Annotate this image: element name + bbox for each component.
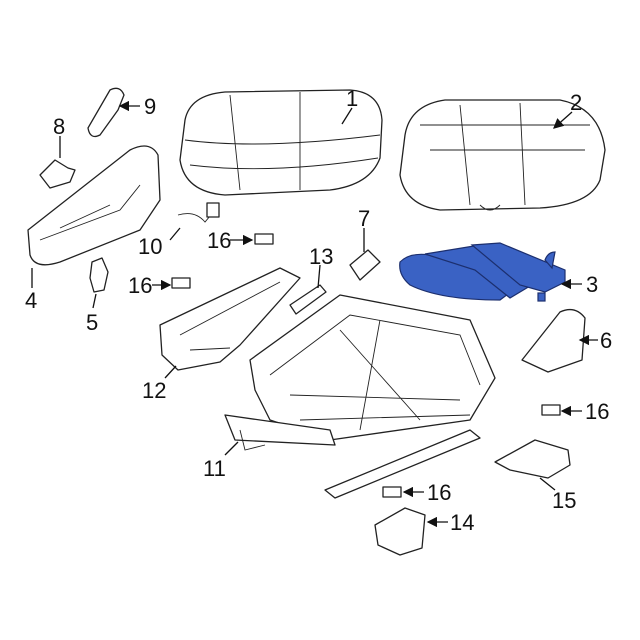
callout-16: 16 <box>427 480 451 505</box>
part-15-bracket[interactable] <box>494 439 571 479</box>
part-16-clip[interactable] <box>541 404 561 416</box>
part-10-cable[interactable] <box>177 202 220 223</box>
callout-9: 9 <box>144 94 156 119</box>
callout-2: 2 <box>570 90 582 115</box>
callout-12: 12 <box>142 378 166 403</box>
part-3-seat-heater[interactable] <box>399 242 566 302</box>
callout-5: 5 <box>86 310 98 335</box>
callout-6: 6 <box>600 328 612 353</box>
part-16-clip[interactable] <box>382 486 402 498</box>
part-8-knob[interactable] <box>39 159 76 189</box>
part-4-side-shield[interactable] <box>27 145 161 266</box>
callout-11: 11 <box>203 456 226 481</box>
part-9-handle[interactable] <box>87 87 125 138</box>
callout-16: 16 <box>128 273 152 298</box>
callout-13: 13 <box>309 244 333 269</box>
part-16-clip[interactable] <box>254 233 274 245</box>
callout-1: 1 <box>346 86 358 111</box>
part-13-switch[interactable] <box>289 284 327 315</box>
leader-lines <box>31 100 598 528</box>
callout-16: 16 <box>585 399 609 424</box>
part-14-cover[interactable] <box>374 507 426 556</box>
part-16-clip[interactable] <box>171 277 191 289</box>
part-6-trim[interactable] <box>521 308 586 373</box>
callout-8: 8 <box>53 114 65 139</box>
part-2-cushion-pad[interactable] <box>399 99 606 211</box>
callout-14: 14 <box>450 510 474 535</box>
callout-4: 4 <box>25 288 37 313</box>
callout-3: 3 <box>586 272 598 297</box>
callout-16: 16 <box>207 228 231 253</box>
part-12-trim-panel[interactable] <box>159 267 301 371</box>
part-11-seat-frame[interactable] <box>224 294 496 499</box>
callout-10: 10 <box>138 234 162 259</box>
part-1-cushion-cover[interactable] <box>179 89 383 196</box>
callout-7: 7 <box>358 206 370 231</box>
callout-15: 15 <box>552 488 576 513</box>
part-5-bracket[interactable] <box>89 257 109 293</box>
part-7-cover[interactable] <box>349 249 381 281</box>
